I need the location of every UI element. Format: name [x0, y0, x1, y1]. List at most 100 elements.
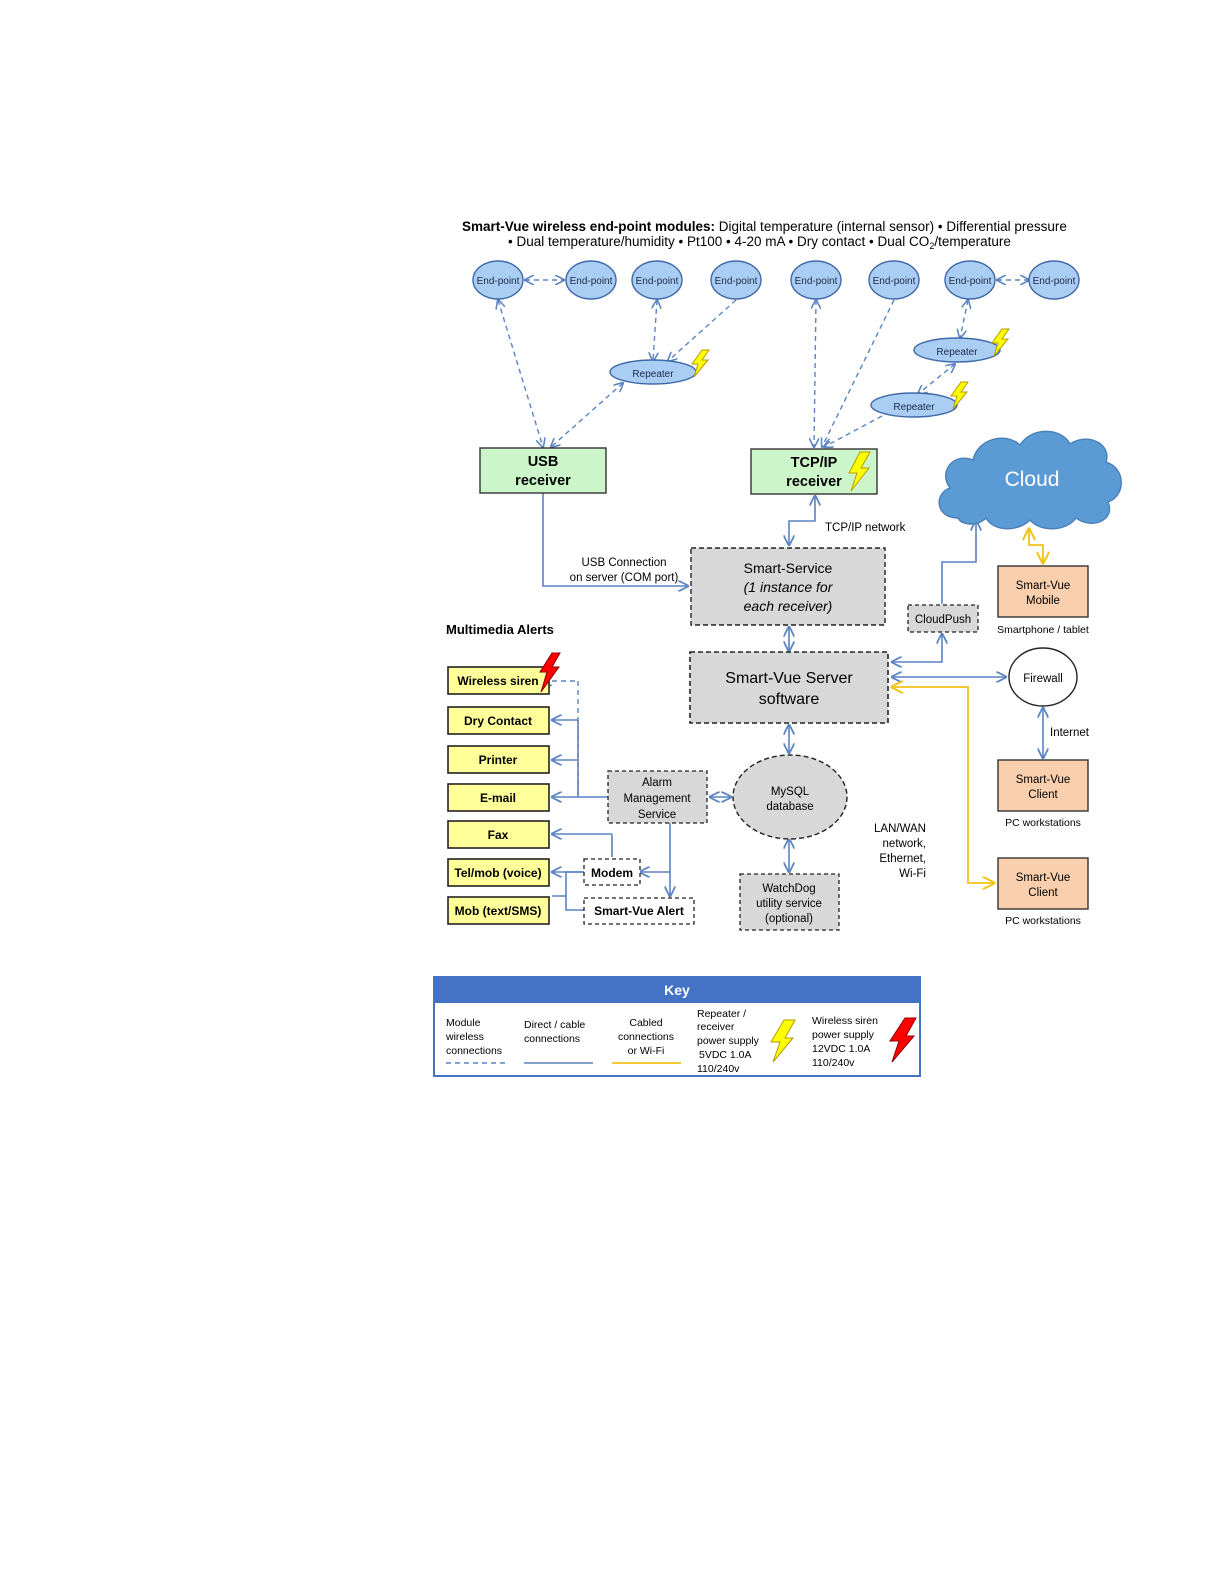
svg-text:receiver: receiver [515, 473, 571, 489]
svg-text:Smart-Service: Smart-Service [744, 560, 833, 576]
end-point-6: End-point [868, 260, 920, 300]
svg-text:E-mail: E-mail [480, 791, 516, 805]
svg-text:Repeater: Repeater [893, 402, 935, 413]
svg-text:Smart-Vue: Smart-Vue [1016, 580, 1071, 592]
alert-fax: Fax [447, 820, 550, 849]
repeater-1: Repeater [609, 349, 710, 385]
svg-text:MySQL: MySQL [771, 786, 810, 798]
svg-text:Direct / cable: Direct / cable [524, 1019, 585, 1031]
svg-text:TCP/IP: TCP/IP [791, 455, 838, 471]
alert-outputs: Wireless siren Dry Contact Printer E-mai… [447, 652, 561, 925]
svg-text:(1 instance for: (1 instance for [744, 579, 834, 595]
modem: Modem [583, 858, 641, 886]
svg-text:Management: Management [623, 793, 691, 805]
smart-service: Smart-Service (1 instance for each recei… [690, 547, 886, 626]
multimedia-alerts-title: Multimedia Alerts [446, 622, 554, 637]
smart-vue-client-2: Smart-Vue Client PC workstations [997, 857, 1089, 927]
svg-text:End-point: End-point [715, 276, 758, 287]
cloud: Cloud [938, 430, 1122, 530]
svg-text:Printer: Printer [479, 753, 518, 767]
link-ep6-tcp [822, 299, 895, 447]
svg-text:End-point: End-point [1033, 276, 1076, 287]
alert-email: E-mail [447, 783, 550, 812]
repeater-2: Repeater [913, 328, 1010, 363]
alert-dry-contact: Dry Contact [447, 706, 550, 735]
link-rep3-tcp [824, 415, 883, 447]
smart-vue-alert: Smart-Vue Alert [583, 897, 695, 925]
svg-text:Key: Key [664, 982, 690, 998]
link-sms-2 [565, 871, 584, 896]
watchdog-service: WatchDog utility service (optional) [739, 873, 840, 931]
end-point-8: End-point [1028, 260, 1080, 300]
link-usb-service [542, 493, 688, 586]
firewall: Firewall [1008, 647, 1078, 707]
client-2-caption: PC workstations [1005, 915, 1081, 927]
svg-text:Mob (text/SMS): Mob (text/SMS) [455, 904, 542, 918]
smart-vue-mobile: Smart-Vue Mobile Smartphone / tablet [997, 565, 1089, 636]
client-1-caption: PC workstations [1005, 817, 1081, 829]
svg-text:5VDC 1.0A: 5VDC 1.0A [699, 1049, 752, 1061]
link-alarm-modem [640, 823, 671, 872]
svg-text:Repeater: Repeater [936, 347, 978, 358]
svg-text:Smart-Vue: Smart-Vue [1016, 774, 1071, 786]
svg-text:110/240v: 110/240v [697, 1063, 740, 1075]
svg-text:End-point: End-point [477, 276, 520, 287]
svg-text:Firewall: Firewall [1023, 673, 1063, 685]
end-point-7: End-point [944, 260, 996, 300]
red-lightning-bolt-icon [889, 1017, 917, 1063]
end-point-2: End-point [565, 260, 617, 300]
svg-text:power supply: power supply [812, 1029, 875, 1041]
svg-text:Dry Contact: Dry Contact [464, 714, 532, 728]
link-cloudpush-cloud [941, 521, 976, 604]
end-point-modules: End-point End-point End-point End-point … [472, 260, 1080, 300]
header-title: Smart-Vue wireless end-point modules: Di… [462, 219, 1067, 251]
svg-text:End-point: End-point [795, 276, 838, 287]
lan-wan-label: LAN/WAN network, Ethernet, Wi-Fi [874, 823, 926, 880]
end-point-4: End-point [710, 260, 762, 300]
alert-sms: Mob (text/SMS) [447, 896, 550, 925]
svg-text:(optional): (optional) [765, 913, 813, 925]
svg-text:End-point: End-point [570, 276, 613, 287]
link-server-client2 [892, 687, 994, 883]
end-point-3: End-point [631, 260, 683, 300]
key-legend: Key Module wireless connections Direct /… [433, 976, 921, 1077]
mobile-caption: Smartphone / tablet [997, 624, 1089, 636]
svg-text:Module: Module [446, 1017, 481, 1029]
svg-text:database: database [766, 801, 813, 813]
svg-text:or Wi-Fi: or Wi-Fi [628, 1045, 665, 1057]
svg-text:each receiver): each receiver) [744, 598, 833, 614]
smart-vue-server: Smart-Vue Server software [689, 651, 889, 724]
svg-text:Cabled: Cabled [629, 1017, 662, 1029]
svg-text:End-point: End-point [636, 276, 679, 287]
end-point-1: End-point [472, 260, 524, 300]
svg-text:End-point: End-point [949, 276, 992, 287]
svg-text:CloudPush: CloudPush [915, 614, 971, 626]
repeaters: Repeater Repeater Repeater [609, 328, 1010, 418]
svg-text:WatchDog: WatchDog [762, 883, 815, 895]
svg-text:USB: USB [528, 454, 559, 470]
link-ep3-rep1 [653, 300, 657, 361]
key-cabled: Cabled connections or Wi-Fi [612, 1017, 681, 1064]
svg-text:Modem: Modem [591, 866, 633, 880]
alert-printer: Printer [447, 745, 550, 774]
svg-text:receiver: receiver [786, 474, 842, 490]
tcp-ip-receiver: TCP/IP receiver [750, 448, 878, 495]
svg-text:Alarm: Alarm [642, 777, 672, 789]
svg-text:Cloud: Cloud [1005, 468, 1060, 491]
svg-text:Fax: Fax [488, 828, 509, 842]
red-lightning-bolt-icon [539, 652, 561, 693]
svg-text:Ethernet,: Ethernet, [879, 853, 926, 865]
repeater-3: Repeater [870, 381, 969, 418]
svg-text:Tel/mob (voice): Tel/mob (voice) [454, 866, 541, 880]
usb-connection-label-2: on server (COM port) [570, 572, 679, 584]
svg-text:Service: Service [638, 809, 676, 821]
alarm-management-service: Alarm Management Service [607, 770, 708, 824]
svg-text:Client: Client [1028, 887, 1058, 899]
link-tcp-service [789, 496, 815, 545]
svg-text:110/240v: 110/240v [812, 1057, 855, 1069]
end-point-5: End-point [790, 260, 842, 300]
svg-text:utility service: utility service [756, 898, 822, 910]
link-server-cloudpush [892, 634, 942, 662]
tcp-network-label: TCP/IP network [825, 522, 906, 534]
